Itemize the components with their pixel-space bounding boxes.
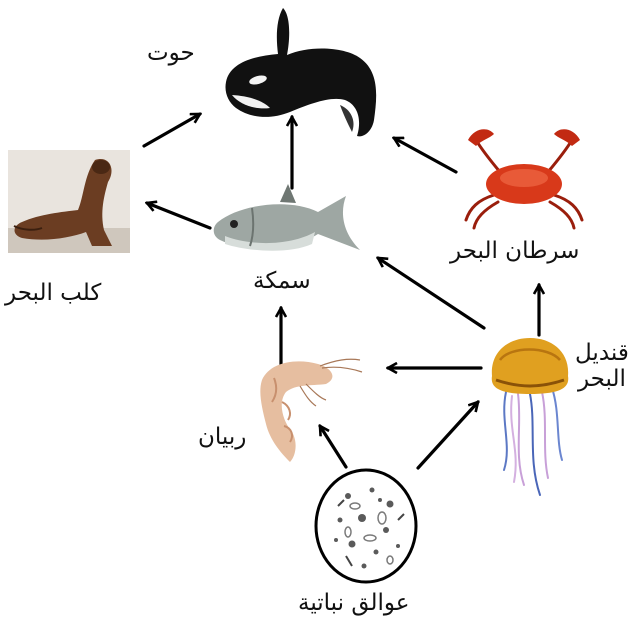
fish-image bbox=[214, 184, 360, 251]
label-jellyfish-line2: البحر bbox=[575, 366, 629, 392]
label-whale: حوت bbox=[147, 40, 195, 66]
arrow-phytoplankton-to-jellyfish bbox=[418, 402, 478, 468]
label-phytoplankton: عوالق نباتية bbox=[298, 590, 410, 616]
arrow-sealion-to-whale bbox=[144, 114, 200, 146]
crab-image bbox=[466, 129, 582, 228]
phytoplankton-image bbox=[316, 470, 416, 582]
label-sea-lion: كلب البحر bbox=[5, 280, 101, 306]
arrow-phytoplankton-to-shrimp bbox=[320, 426, 346, 467]
label-jellyfish-line1: قنديل bbox=[575, 340, 629, 366]
arrows bbox=[144, 114, 539, 468]
arrow-jellyfish-to-fish bbox=[378, 258, 484, 328]
sea-lion-image bbox=[8, 150, 130, 253]
label-shrimp: ربيان bbox=[198, 424, 246, 450]
jellyfish-image bbox=[492, 338, 568, 495]
arrow-fish-to-sealion bbox=[147, 203, 210, 228]
label-fish: سمكة bbox=[253, 268, 311, 294]
label-jellyfish: قنديل البحر bbox=[575, 340, 629, 393]
arrow-crab-to-whale bbox=[394, 138, 456, 172]
shrimp-image bbox=[260, 359, 362, 462]
label-crab: سرطان البحر bbox=[450, 238, 579, 264]
whale-image bbox=[225, 8, 376, 136]
